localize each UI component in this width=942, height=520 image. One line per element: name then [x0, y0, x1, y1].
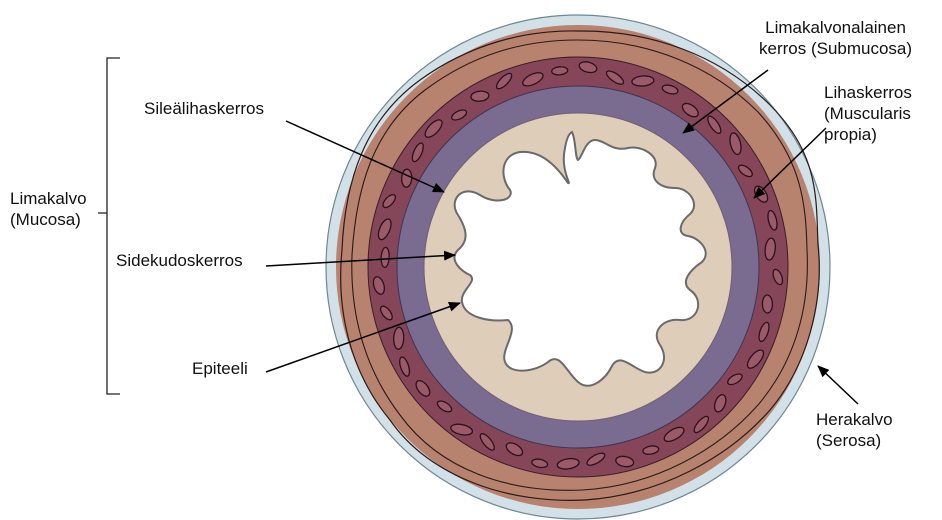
label-serosa-line1: Herakalvo [816, 409, 893, 430]
label-muscularis-line2: (Muscularis [824, 103, 912, 124]
label-muscularis-line3: propia) [824, 124, 912, 145]
mucosa-bracket [98, 58, 120, 394]
label-serosa: Herakalvo (Serosa) [816, 409, 893, 451]
label-connective-tissue: Sidekudoskerros [116, 250, 243, 271]
label-muscularis-line1: Lihaskerros [824, 82, 912, 103]
label-serosa-line2: (Serosa) [816, 430, 893, 451]
submucosa-cell [762, 295, 772, 313]
submucosa-cell [393, 327, 404, 349]
submucosa-cell [381, 247, 390, 267]
label-submucosa-line2: kerros (Submucosa) [759, 38, 912, 59]
label-submucosa-line1: Limakalvonalainen [759, 17, 912, 38]
label-mucosa-line1: Limakalvo [10, 188, 87, 209]
arrow-serosa [818, 366, 858, 404]
label-smooth-muscle: Sileälihaskerros [144, 98, 264, 119]
label-submucosa: Limakalvonalainen kerros (Submucosa) [759, 17, 912, 59]
label-mucosa-line2: (Mucosa) [10, 209, 87, 230]
label-epithelium: Epiteeli [192, 358, 248, 379]
label-mucosa: Limakalvo (Mucosa) [10, 188, 87, 230]
label-muscularis: Lihaskerros (Muscularis propia) [824, 82, 912, 145]
submucosa-cell [401, 169, 412, 188]
